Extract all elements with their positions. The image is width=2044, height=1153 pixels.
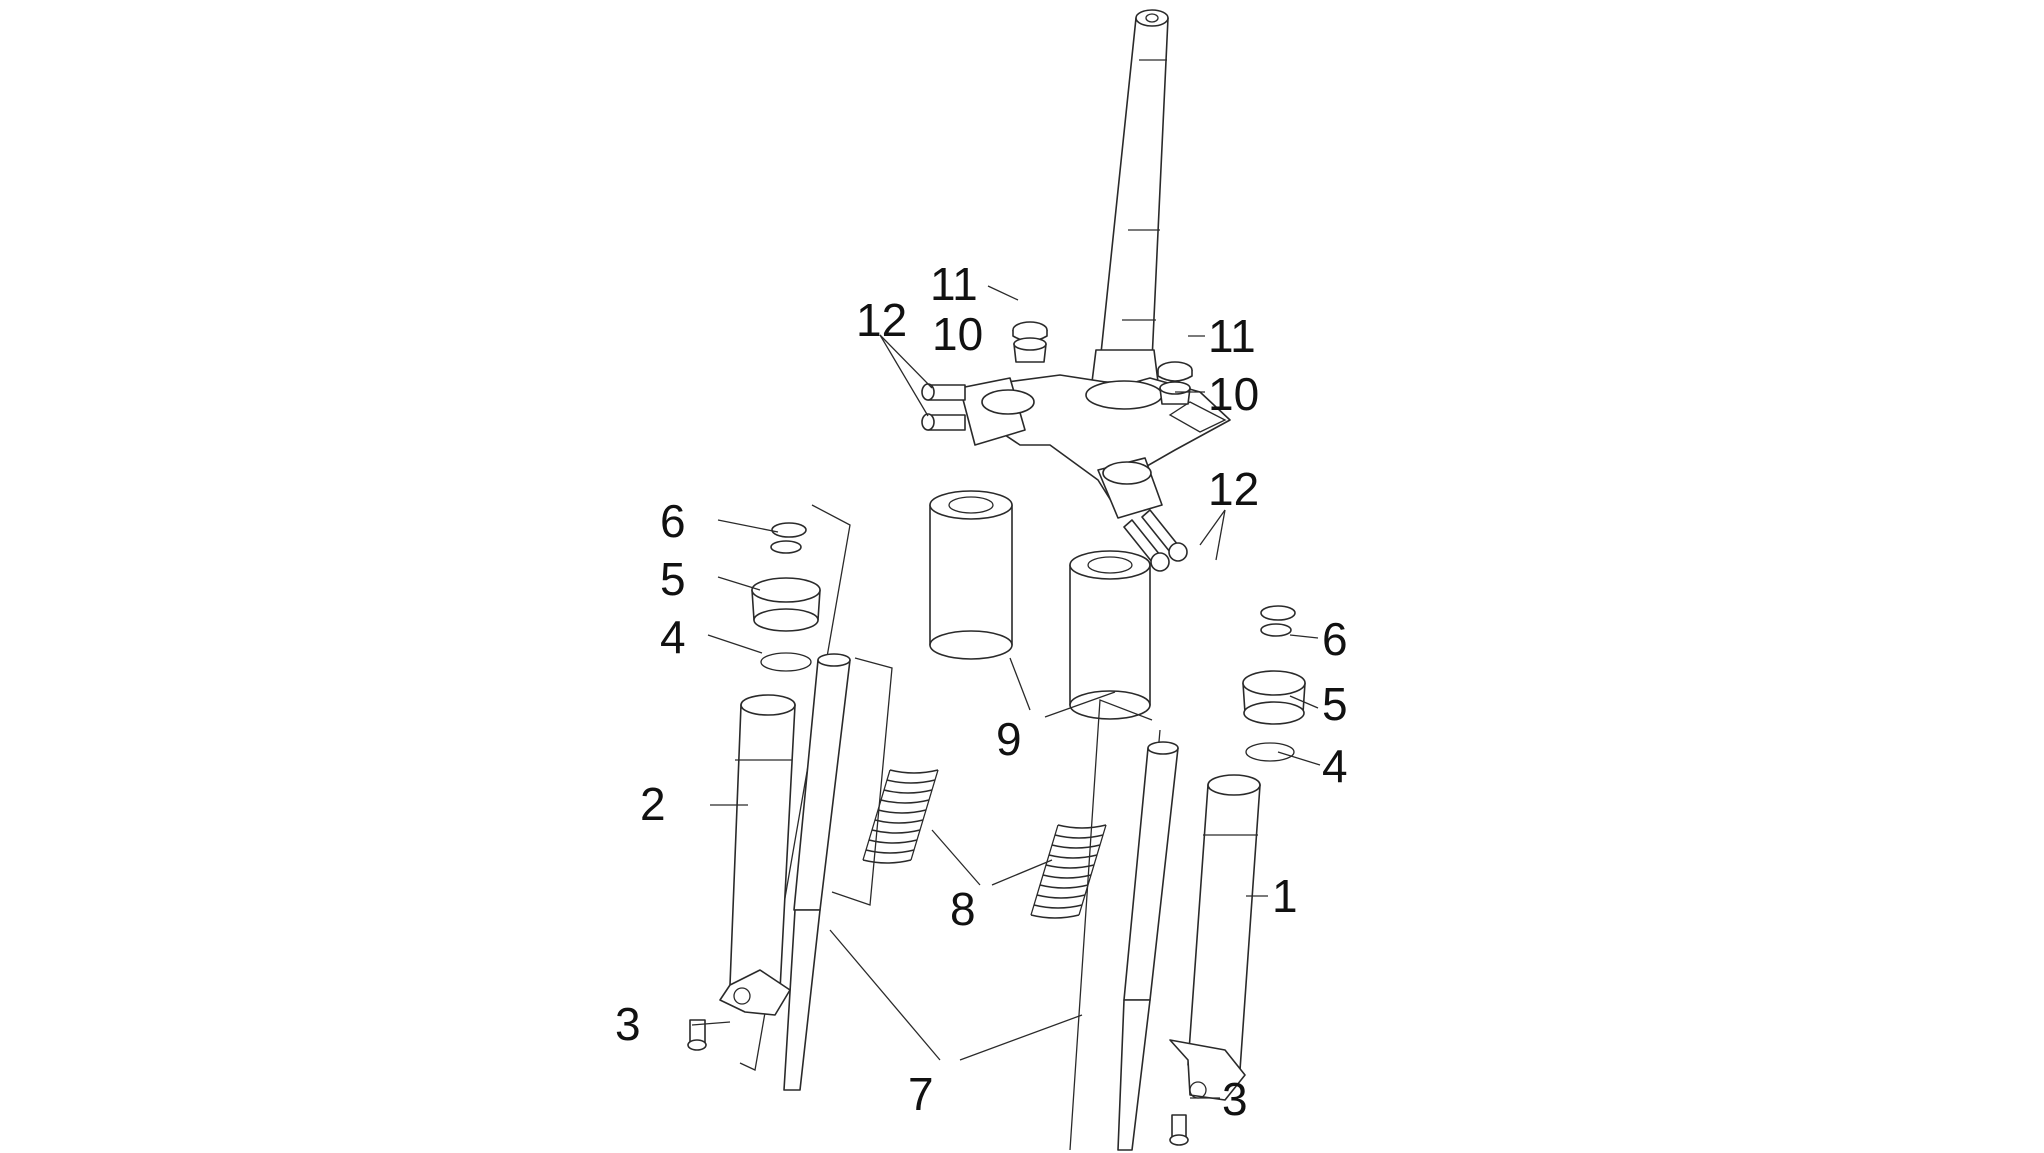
callout-7: 7: [908, 1068, 934, 1120]
cap-right: [1157, 361, 1193, 382]
dust-cover-left: [929, 490, 1013, 660]
callout-3-left: 3: [615, 998, 641, 1050]
spring-right: [1030, 824, 1107, 919]
callout-1: 1: [1272, 870, 1298, 922]
bracket-left: [831, 657, 893, 906]
callout-9: 9: [996, 713, 1022, 765]
fork-leg-right: [1169, 605, 1306, 1146]
callout-10-right: 10: [1208, 368, 1259, 420]
callout-2: 2: [640, 778, 666, 830]
callout-6-left: 6: [660, 495, 686, 547]
callout-11-left: 11: [930, 258, 978, 310]
callout-12-right: 12: [1208, 463, 1259, 515]
callout-3-right: 3: [1222, 1073, 1248, 1125]
pinch-bolts-lower: [1123, 509, 1188, 572]
leader-lines: [691, 285, 1321, 1099]
stanchion-right: [1069, 699, 1179, 1151]
callout-4-right: 4: [1322, 740, 1348, 792]
pinch-bolts-upper: [921, 383, 966, 431]
callout-11-right: 11: [1208, 310, 1256, 362]
plug-left: [1013, 337, 1047, 363]
stanchion-left: [739, 504, 851, 1091]
callout-4-left: 4: [660, 611, 686, 663]
callout-5-left: 5: [660, 553, 686, 605]
callout-10-left: 10: [932, 308, 983, 360]
dust-cover-right: [1069, 550, 1151, 720]
spring-left: [862, 769, 939, 864]
plug-right: [1159, 381, 1191, 405]
steering-tube: [1091, 9, 1169, 383]
callout-labels: 11 10 12 11 10 12 6 5 4 2 3 6 5 4 1 3 9 …: [615, 258, 1348, 1125]
fork-bridge: [959, 374, 1231, 519]
callout-5-right: 5: [1322, 678, 1348, 730]
callout-8: 8: [950, 883, 976, 935]
fork-leg-left: [687, 522, 821, 1051]
callout-6-right: 6: [1322, 613, 1348, 665]
callout-12-left: 12: [856, 294, 907, 346]
